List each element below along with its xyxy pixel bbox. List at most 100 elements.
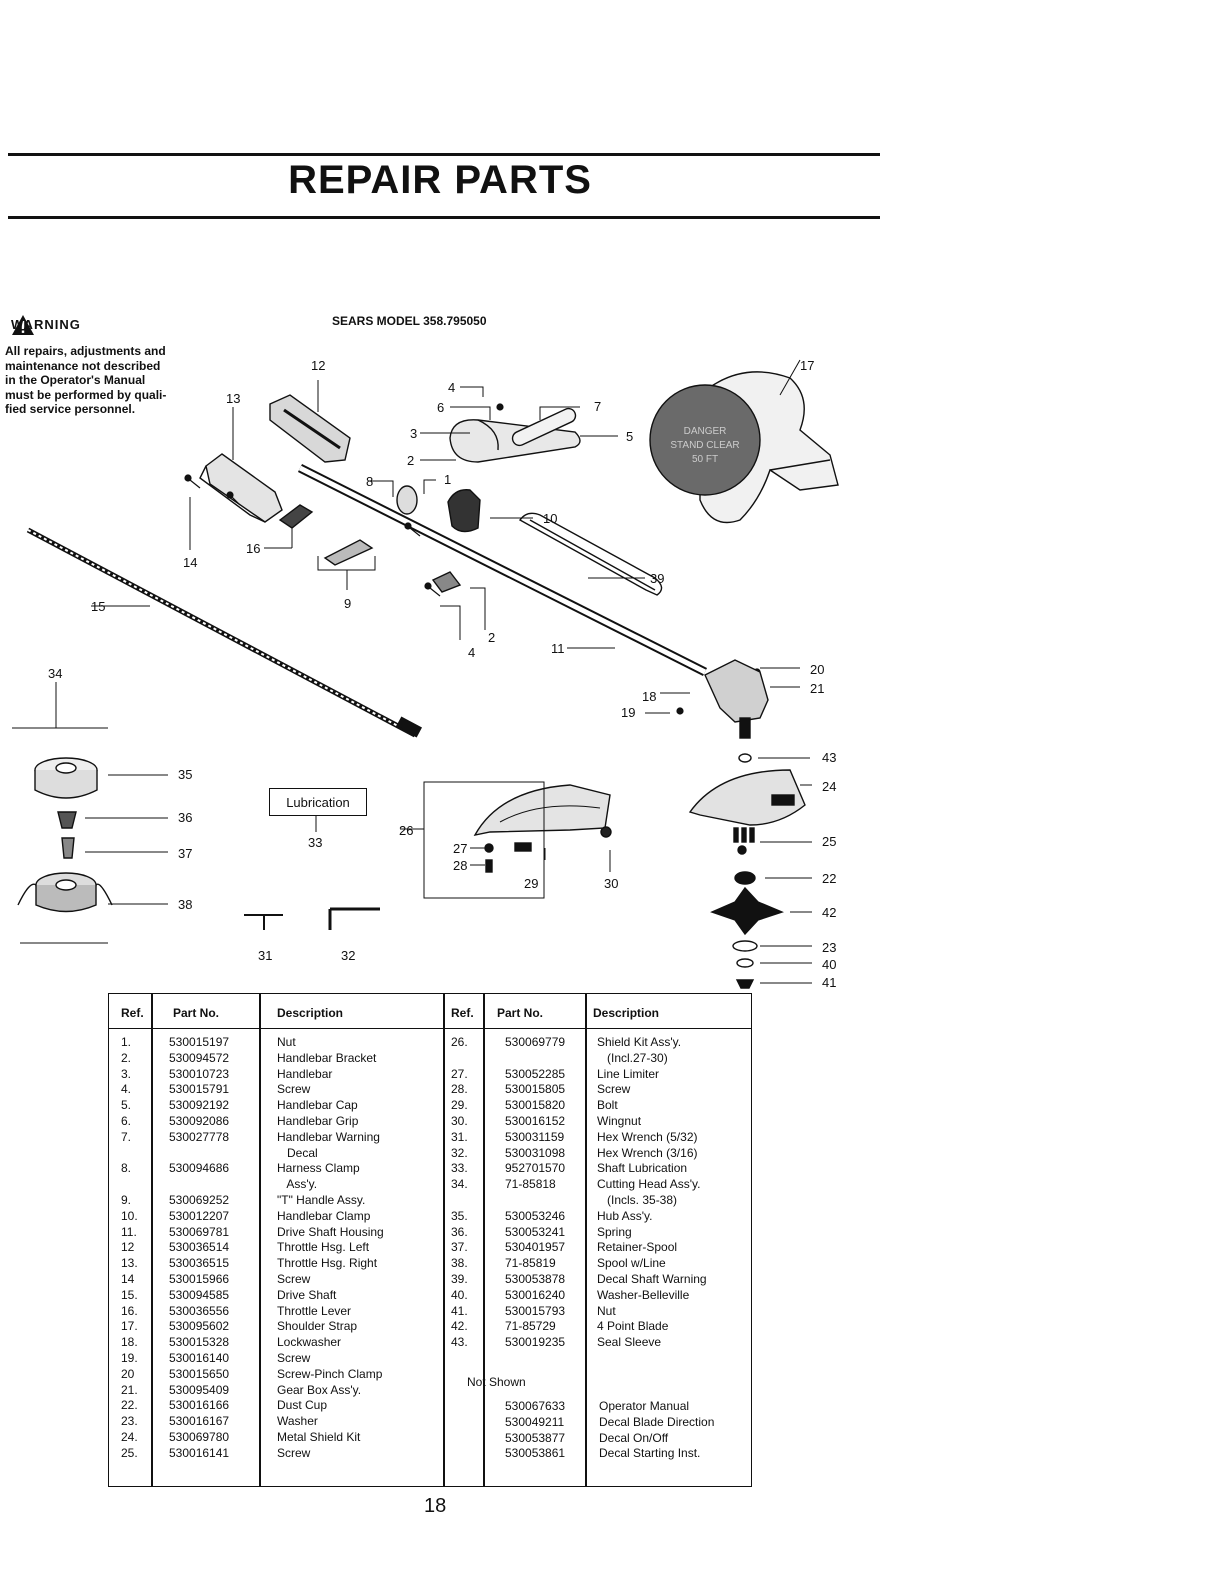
hex-wrench-large: [328, 907, 380, 930]
table-cell-description: Drive Shaft: [277, 1287, 337, 1302]
table-cell-description: Shaft Lubrication: [597, 1161, 688, 1176]
callout-4: 4: [448, 380, 456, 395]
table-cell-ref: 6.: [121, 1113, 132, 1128]
table-cell-part-no: 530016240: [505, 1287, 566, 1302]
warning-decal-text: DANGER: [684, 426, 727, 437]
table-cell-ref: 8.: [121, 1161, 132, 1176]
table-cell-ref: 43.: [451, 1335, 468, 1350]
callout-30: 30: [604, 876, 619, 891]
callout-43: 43: [822, 750, 837, 765]
table-cell-part-no: 530053878: [505, 1271, 566, 1286]
table-cell-description: Handlebar Cap: [277, 1098, 358, 1113]
callout-18: 18: [642, 689, 657, 704]
callout-4: 4: [468, 645, 476, 660]
callout-38: 38: [178, 897, 193, 912]
callout-13: 13: [226, 391, 241, 406]
table-cell-ref: 40.: [451, 1287, 468, 1302]
table-cell-ref: 21.: [121, 1382, 138, 1397]
table-cell-ref: 35.: [451, 1208, 468, 1223]
table-cell-ref: 26.: [451, 1035, 468, 1049]
warning-label: WARNING: [11, 316, 81, 332]
table-cell-part-no: 530027778: [169, 1129, 230, 1144]
table-cell-description: Throttle Hsg. Left: [277, 1240, 370, 1255]
callout-33: 33: [308, 835, 323, 850]
table-cell-ref: 39.: [451, 1271, 468, 1286]
table-cell-part-no: [505, 1051, 565, 1067]
table-cell-part-no: 530031159: [505, 1129, 565, 1144]
table-cell-description: Operator Manual: [599, 1399, 690, 1413]
callout-31: 31: [258, 948, 273, 963]
table-cell-description: Throttle Lever: [277, 1303, 352, 1318]
callout-37: 37: [178, 846, 193, 861]
table-cell-part-no: 530015793: [505, 1303, 566, 1318]
table-cell-part-no: 530053861: [505, 1446, 566, 1461]
callout-27: 27: [453, 841, 468, 856]
callout-5: 5: [626, 429, 634, 444]
warning-decal-text: STAND CLEAR: [670, 440, 739, 451]
table-cell-description: Screw: [277, 1271, 311, 1286]
shield-drawing: [473, 784, 611, 836]
table-cell-ref: 1.: [121, 1035, 132, 1049]
callout-21: 21: [810, 681, 825, 696]
table-cell-description: Shoulder Strap: [277, 1319, 358, 1334]
table-cell-part-no: 530092192: [169, 1098, 230, 1113]
table-cell-description: Harness Clamp: [277, 1161, 360, 1176]
callout-16: 16: [246, 541, 261, 556]
table-cell-part-no: 530036514: [169, 1240, 230, 1255]
table-cell-ref: 27.: [451, 1066, 468, 1081]
warning-decal-disk: [649, 384, 761, 496]
table-cell-ref: 18.: [121, 1335, 138, 1350]
table-cell-description: Screw: [597, 1082, 631, 1097]
table-cell-part-no: 530016167: [169, 1414, 230, 1429]
table-cell-description: Handlebar Grip: [277, 1113, 359, 1128]
table-cell-description: Hub Ass'y.: [597, 1208, 653, 1223]
table-cell-description: Decal: [277, 1145, 318, 1160]
table-cell-description: Hex Wrench (5/32): [597, 1129, 698, 1144]
table-cell-part-no: 71-85729: [505, 1319, 556, 1334]
table-cell-ref: 37.: [451, 1240, 468, 1255]
table-cell-part-no: 530015791: [169, 1082, 230, 1097]
table-cell-part-no: 530049211: [505, 1414, 565, 1429]
table-cell-ref: 22.: [121, 1398, 138, 1413]
table-cell-ref: 14: [121, 1271, 135, 1286]
table-cell-ref: 10.: [121, 1208, 138, 1223]
callout-10: 10: [543, 511, 558, 526]
table-cell-part-no: 530031098: [505, 1145, 566, 1160]
table-cell-ref: [451, 1193, 468, 1209]
table-cell-ref: 41.: [451, 1303, 468, 1318]
table-cell-part-no: 530010723: [169, 1066, 230, 1081]
table-cell-part-no: 530036556: [169, 1303, 230, 1318]
table-cell-ref: 12: [121, 1240, 135, 1255]
warning-line: maintenance not described: [5, 358, 161, 373]
table-cell-description: Cutting Head Ass'y.: [597, 1177, 701, 1192]
top-rule: [8, 153, 880, 156]
header-description: Description: [277, 1006, 344, 1020]
table-cell-ref: 23.: [121, 1414, 138, 1429]
table-cell-part-no: 530019235: [505, 1335, 566, 1350]
table-cell-description: Nut: [277, 1035, 296, 1049]
callout-9: 9: [344, 596, 352, 611]
table-cell-description: Hex Wrench (3/16): [597, 1145, 698, 1160]
table-cell-ref: 34.: [451, 1177, 468, 1192]
four-point-blade-drawing: [710, 886, 784, 936]
table-cell-ref: 16.: [121, 1303, 138, 1318]
table-cell-description: Decal On/Off: [599, 1430, 669, 1445]
table-cell-description: Handlebar Bracket: [277, 1050, 377, 1065]
table-cell-ref: 29.: [451, 1098, 468, 1113]
table-cell-ref: 28.: [451, 1082, 468, 1097]
table-cell-ref: 9.: [121, 1192, 132, 1207]
warning-decal-text: 50 FT: [692, 454, 718, 465]
table-cell-ref: 11.: [121, 1224, 137, 1239]
callout-39: 39: [650, 571, 665, 586]
page-number: 18: [424, 1495, 447, 1517]
table-cell-description: Screw: [277, 1082, 311, 1097]
table-cell-part-no: 530012207: [169, 1208, 230, 1223]
table-cell-description: Screw: [277, 1350, 311, 1365]
table-cell-ref: 13.: [121, 1256, 138, 1271]
table-cell-ref: 3.: [121, 1066, 132, 1081]
handlebar-clamp-drawing: [447, 489, 481, 533]
table-cell-part-no: 530015650: [169, 1366, 230, 1381]
